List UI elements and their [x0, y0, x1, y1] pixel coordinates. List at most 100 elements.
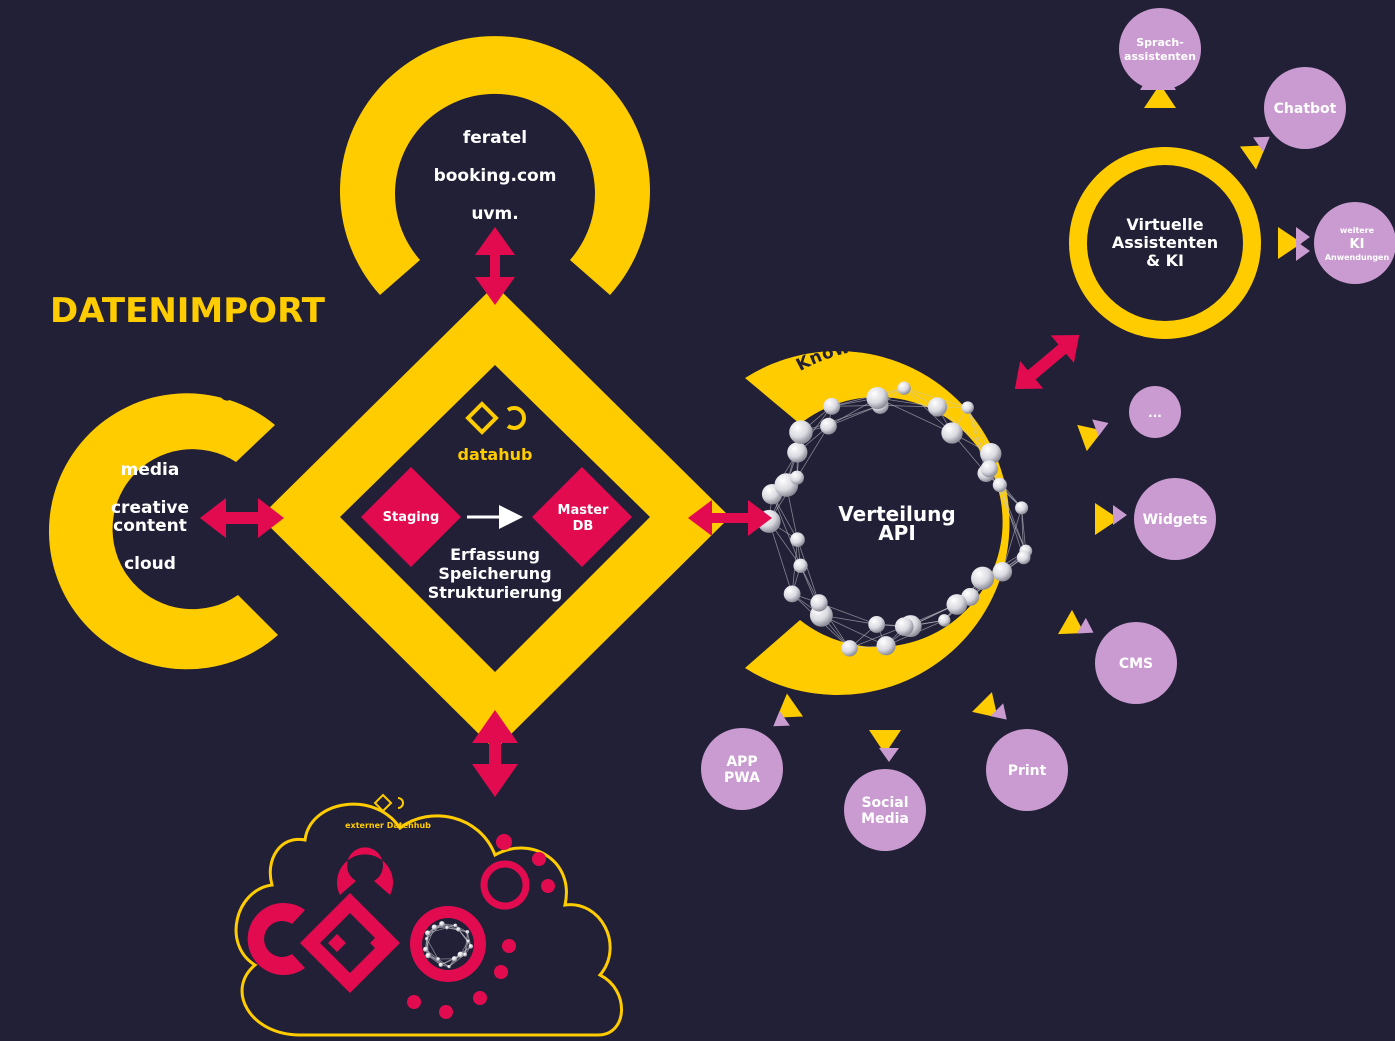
- external-item: booking.com: [434, 166, 557, 186]
- bubble-ki-small: weitere: [1340, 226, 1375, 235]
- bubble-social-label: Social: [861, 795, 908, 811]
- bubble-ki-small: Anwendungen: [1325, 253, 1390, 262]
- network-node: [451, 956, 458, 962]
- arrow-external-datahub: [475, 227, 515, 305]
- network-node: [439, 921, 445, 927]
- output-bubbles: ... Widgets CMS Print Social Media APP P…: [701, 8, 1395, 851]
- network-edge: [967, 407, 987, 474]
- bubble-widgets[interactable]: [1134, 478, 1216, 560]
- cloud-dot: [541, 879, 555, 893]
- bubble-app-label: APP: [726, 754, 757, 770]
- bubble-cms[interactable]: [1095, 622, 1177, 704]
- storage-item: content: [113, 516, 187, 536]
- network-edge: [800, 404, 881, 433]
- network-node: [445, 926, 449, 930]
- network-node: [894, 617, 914, 636]
- assistants-label: & KI: [1146, 251, 1184, 270]
- network-node: [462, 952, 468, 957]
- bubble-sprachassistenten[interactable]: [1119, 8, 1201, 90]
- bubble-chatbot[interactable]: [1264, 67, 1346, 149]
- master-db-label: DB: [573, 519, 594, 534]
- network-node: [1016, 550, 1031, 565]
- assistants-label: Virtuelle: [1126, 215, 1203, 234]
- bubble-ki-big: KI: [1350, 237, 1365, 252]
- cloud-small-ring-top: [337, 847, 394, 895]
- bubble-social[interactable]: [844, 769, 926, 851]
- datahub-step: Speicherung: [438, 564, 551, 583]
- bubble-print-label: Print: [1008, 763, 1047, 779]
- cloud-dot: [496, 834, 512, 850]
- network-node: [457, 951, 464, 958]
- network-node: [425, 952, 431, 959]
- network-edge: [903, 387, 953, 434]
- network-node: [790, 532, 805, 547]
- network-graph: [757, 381, 1033, 657]
- network-edge: [467, 931, 472, 947]
- cloud-assistant-ring: [480, 860, 530, 910]
- pointer-triangle-pair: [1239, 136, 1270, 170]
- cloud-small-ring-left: [247, 903, 305, 976]
- network-node: [820, 417, 837, 435]
- bubble-app[interactable]: [701, 728, 783, 810]
- cloud-diamond: [300, 893, 400, 993]
- network-node: [868, 616, 886, 633]
- network-edge: [797, 539, 820, 604]
- cloud-dot: [494, 965, 508, 979]
- network-node: [941, 422, 963, 444]
- network-node: [927, 397, 948, 417]
- network-node: [876, 636, 896, 656]
- network-edge: [849, 626, 905, 649]
- arrow-kg-assistants: [1014, 335, 1080, 389]
- knowledge-graph-ring: Knowledge Graph Verteilung API: [745, 334, 1033, 695]
- cloud-logo-icon: [373, 793, 404, 813]
- network-node: [961, 401, 974, 414]
- network-node: [823, 397, 841, 415]
- network-edge: [999, 484, 1027, 552]
- cloud-dot: [439, 1005, 453, 1019]
- network-node: [866, 386, 889, 410]
- bubble-chatbot-label: Chatbot: [1274, 101, 1337, 117]
- network-node: [465, 930, 470, 934]
- network-node: [992, 562, 1013, 582]
- cloud-diamond-left: [328, 934, 346, 952]
- arrow-storage-datahub: [200, 498, 284, 538]
- assistants-label: Assistenten: [1112, 233, 1218, 252]
- network-node: [946, 594, 968, 615]
- bubble-print[interactable]: [986, 729, 1068, 811]
- storage-item: creative: [111, 498, 189, 518]
- api-label: API: [878, 521, 916, 545]
- datahub-step: Erfassung: [450, 545, 540, 564]
- bubble-ki[interactable]: [1314, 202, 1395, 284]
- pointer-triangle-pair: [773, 693, 804, 727]
- cloud-dot: [502, 939, 516, 953]
- network-node: [992, 477, 1007, 493]
- pointer-triangle-pair: [972, 692, 1007, 720]
- network-node: [431, 924, 438, 930]
- pointer-triangle-pair: [1077, 419, 1109, 452]
- network-edge: [999, 484, 1025, 558]
- assistants-ring: Virtuelle Assistenten & KI: [1069, 147, 1261, 339]
- network-node: [787, 442, 808, 463]
- network-node: [466, 939, 470, 943]
- bubble-sprach-label: assistenten: [1124, 50, 1196, 63]
- pointer-triangles: [773, 74, 1310, 762]
- bubble-cms-label: CMS: [1119, 656, 1153, 672]
- api-label: Verteilung: [838, 502, 955, 526]
- datahub-logo-icon: [465, 401, 526, 435]
- master-db-label: Master: [558, 503, 609, 518]
- bubble-app-label: PWA: [724, 770, 760, 786]
- cloud-network: [423, 921, 474, 969]
- bubble-more[interactable]: [1129, 386, 1181, 438]
- arrow-datahub-kg: [688, 500, 772, 536]
- bubble-more-label: ...: [1148, 406, 1162, 420]
- network-node: [980, 442, 1002, 465]
- network-node: [425, 937, 429, 941]
- network-node: [456, 927, 461, 932]
- staging-label: Staging: [383, 510, 440, 525]
- pointer-triangle-pair: [1058, 609, 1094, 635]
- network-node: [789, 420, 813, 444]
- network-edge: [458, 929, 472, 947]
- network-edge: [796, 425, 829, 478]
- cloud-diamond-right: [370, 934, 388, 952]
- network-node: [447, 965, 451, 969]
